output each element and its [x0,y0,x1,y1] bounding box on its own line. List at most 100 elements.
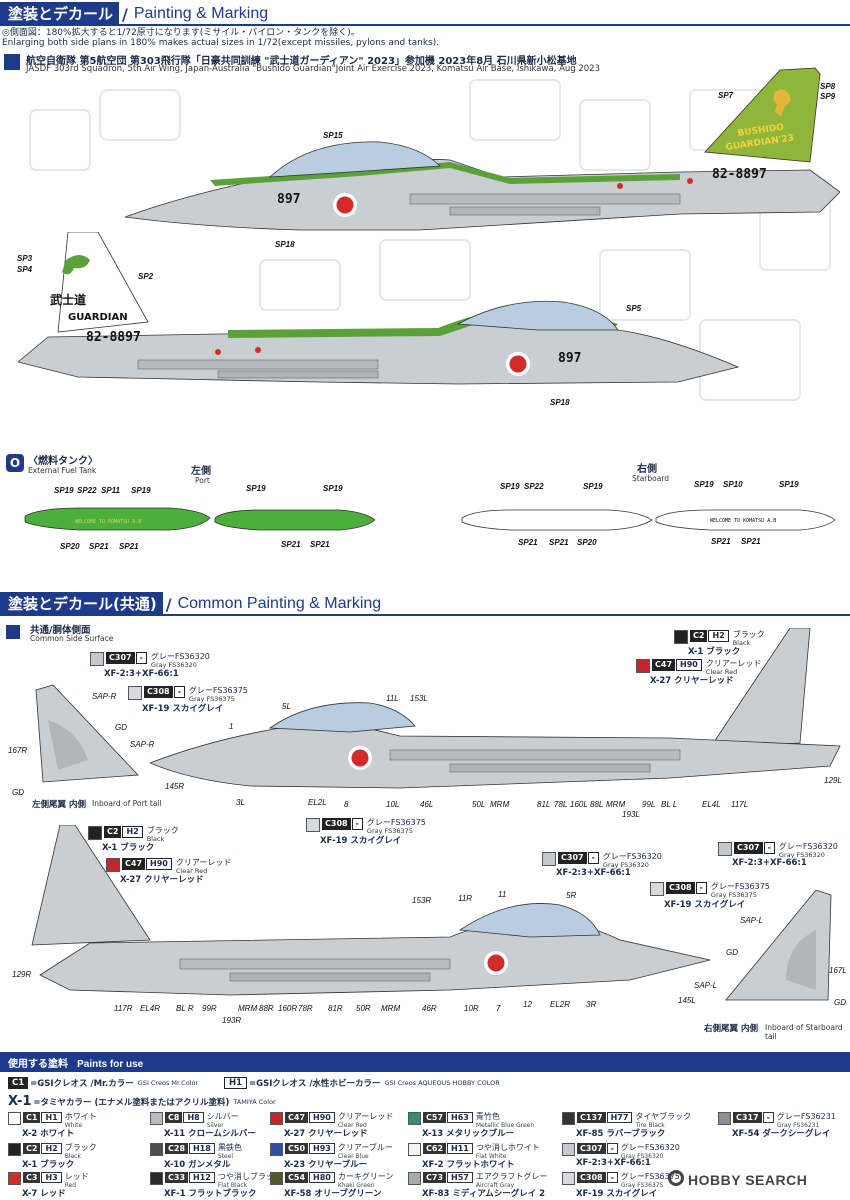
tank-label: SP22 [524,482,544,491]
paint-hobby-code: H2 [41,1143,62,1154]
legend-key-h1: H1 =GSIクレオス /水性ホビーカラー GSI Creos AQUEOUS … [224,1077,500,1089]
paint-code: C8 [165,1112,183,1123]
port-tail-inboard [35,684,139,783]
paint-swatch [408,1112,421,1125]
port-label-jp: 左側 [191,466,211,477]
paint-tamiya-equivalent: X-2 ホワイト [22,1129,75,1139]
paint-hobby-code: H12 [189,1172,215,1183]
callout-c308-mid-mix: XF-19 スカイグレイ [320,836,402,846]
sp-label: SP4 [17,265,33,274]
paint-tamiya-equivalent: XF-2:3+XF-66:1 [576,1158,651,1168]
part-label: 88L [590,800,604,809]
part-label: GD [12,788,24,797]
paint-swatch [150,1172,163,1185]
f15dj-port-side-view: 武士道 GUARDIAN 82-8897 897 [18,232,740,385]
paint-hobby-code: H77 [606,1112,633,1123]
stbd-inboard-jp: 右側尾翼 内側 [704,1024,758,1034]
paint-code: C33 [165,1172,189,1183]
paint-name-en: Gray FS36231 [776,1122,820,1129]
part-label: 99L [642,800,656,809]
paint-code: C1 [23,1112,41,1123]
paint-swatch [718,1112,731,1125]
callout-c47-lower-mix: X-27 クリヤーレッド [120,875,204,885]
paint-name-jp: グレーFS36375 [620,1172,680,1181]
paint-name-jp: クリアーレッド [337,1112,394,1121]
tank-label: SP21 [741,537,761,546]
part-label: 7 [496,1004,501,1013]
part-label: MRM [238,1004,258,1013]
tank-label: SP19 [500,482,520,491]
part-label: 88R [259,1004,274,1013]
paint-swatch [8,1143,21,1156]
paint-swatch [150,1112,163,1125]
paint-hobby-code: H8 [183,1112,204,1123]
part-label: 3L [236,798,245,807]
section1-header: 塗装とデカール / Painting & Marking [0,2,850,26]
part-label: 167R [8,746,28,755]
paint-hobby-code: - [606,1172,618,1183]
part-label: 1 [229,722,234,731]
tank-label: SP19 [779,480,799,489]
paint-name-jp: レッド [64,1172,89,1181]
tank-label: SP19 [694,480,714,489]
tank-label: SP19 [131,486,151,495]
sp-label: SP18 [275,240,295,249]
paint-hobby-code: H11 [447,1143,473,1154]
legend-key-x1: X-1 =タミヤカラー (エナメル塗料またはアクリル塗料) TAMIYA Col… [8,1094,276,1109]
part-label: 50R [356,1004,371,1013]
nose-number-top: 897 [277,192,300,207]
paint-name-en: Khaki Green [337,1182,375,1189]
section2-title-jp: 塗装とデカール(共通) [0,592,163,616]
tank-title-jp: 〈燃料タンク〉 [28,456,98,467]
port-label-en: Port [195,476,210,485]
paint-hobby-code: H57 [447,1172,473,1183]
tank-label: SP21 [89,542,109,551]
tank-label: SP21 [119,542,139,551]
part-label: 11R [458,894,473,903]
aircraft-title-jp: 航空自衛隊 第5航空団 第303飛行隊「日豪共同訓練 "武士道ガーディアン" 2… [26,56,577,67]
paint-name-en: Flat Black [217,1182,248,1189]
f15dj-starboard-side-view: BUSHIDO GUARDIAN'23 82-8897 897 [124,67,840,231]
part-label: 129R [12,970,32,979]
tank-label: SP10 [723,480,743,489]
part-label: 145L [678,996,696,1005]
tank-label: SP21 [518,538,538,547]
scale-note-en: Enlarging both side plans in 180% makes … [2,38,440,48]
sp-label: SP8 [820,82,836,91]
tail-kanji: 武士道 [50,292,86,307]
part-label: 5R [566,891,577,900]
sp-label: SP9 [820,92,836,101]
common-side-en: Common Side Surface [30,634,114,643]
background-ghost-parts [29,79,831,401]
tank-label: SP21 [549,538,569,547]
tank-text-stbd: WELCOME TO KOMATSU A.B [710,518,776,524]
part-label: 11 [498,890,507,899]
legend-title-jp: 使用する塗料 [8,1059,68,1070]
paint-tamiya-equivalent: XF-83 ミディアムシーグレイ 2 [422,1189,546,1199]
part-label: SAP-R [130,740,155,749]
tank-label: SP19 [246,484,266,493]
section2-title-en: Common Painting & Marking [177,595,382,612]
paint-name-en: Silver [206,1122,224,1129]
paint-name-jp: 黒鉄色 [217,1143,242,1152]
paint-code: C54 [285,1172,309,1183]
part-label: 129L [824,776,842,785]
tank-label: SP19 [323,484,343,493]
tank-label: SP20 [577,538,597,547]
paint-name-jp: タイヤブラック [635,1112,692,1121]
